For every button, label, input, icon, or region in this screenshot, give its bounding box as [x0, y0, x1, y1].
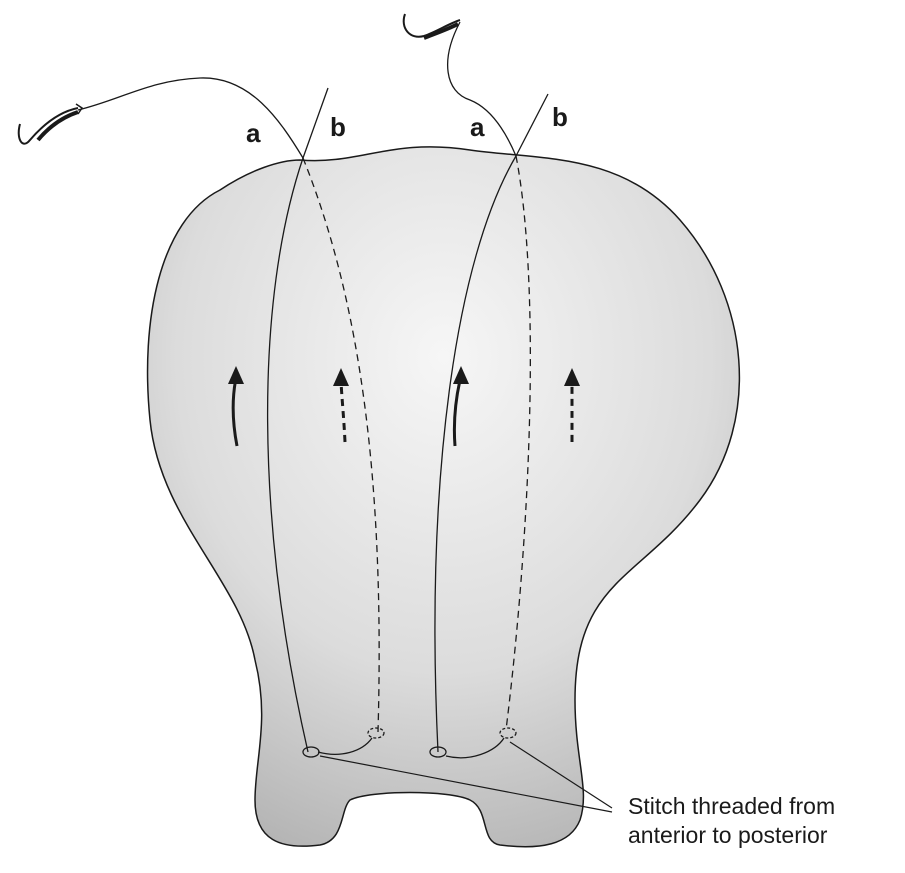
caption-line-1: Stitch threaded from [628, 793, 835, 819]
left-label-a: a [246, 118, 261, 148]
right-suture-strand-b [516, 94, 548, 156]
curved-needle-icon [404, 14, 460, 38]
left-suture-thread [78, 78, 303, 158]
right-label-a: a [470, 112, 485, 142]
uterus-body [148, 147, 740, 847]
caption-line-2: anterior to posterior [628, 822, 828, 848]
left-suture-strand-b [303, 88, 328, 158]
curved-needle-icon [19, 104, 82, 144]
right-label-b: b [552, 102, 568, 132]
left-label-b: b [330, 112, 346, 142]
